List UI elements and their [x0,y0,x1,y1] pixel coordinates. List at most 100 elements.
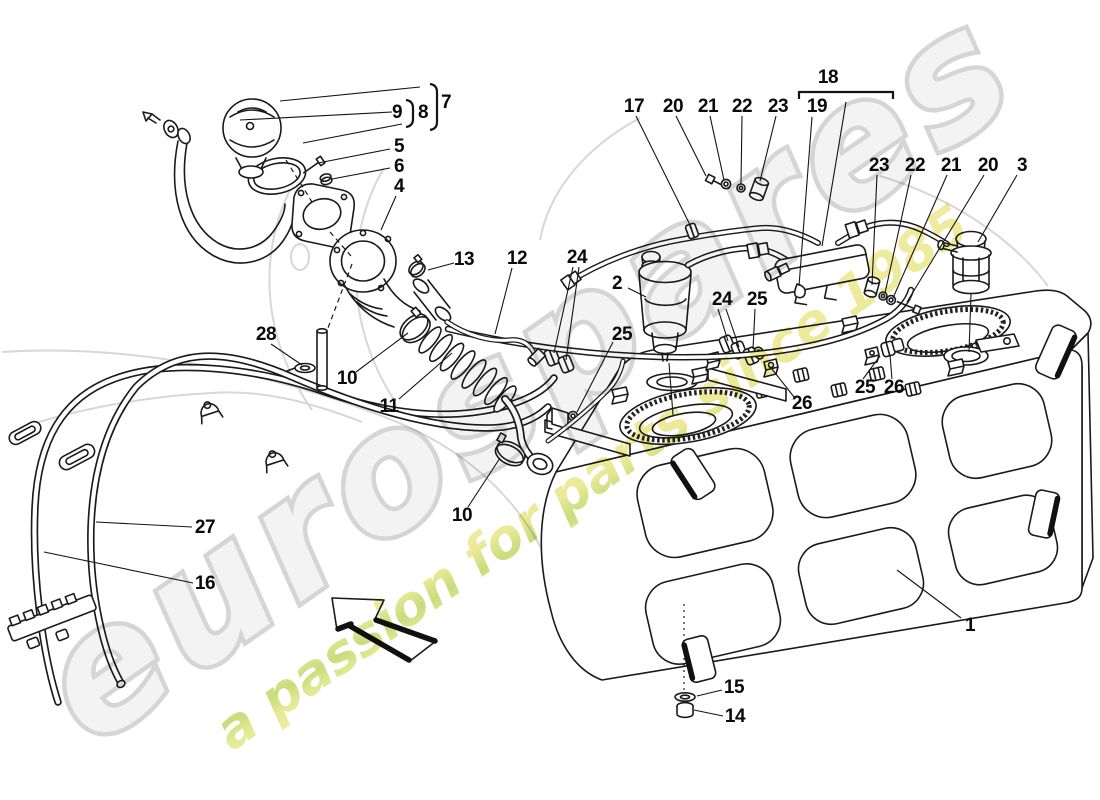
leader-line-4 [380,195,397,231]
leader-line-15 [696,689,723,697]
vent-pipe-12-part [412,278,547,367]
callout-14: 14 [724,706,746,727]
callout-10b: 10 [451,505,473,526]
tank-opening-right [885,305,1020,366]
leader-line-19 [798,116,813,287]
callout-6: 6 [393,156,405,177]
callout-22: 22 [731,96,753,117]
callout-9: 9 [391,102,403,123]
direction-arrow [331,597,438,663]
leader-line-9 [279,86,421,102]
callout-24b: 24 [711,289,733,310]
callout-20b: 20 [977,155,999,176]
callout-25b: 25 [746,289,768,310]
callout-5: 5 [393,136,405,157]
pump-module-2 [638,250,692,416]
callout-16: 16 [194,573,216,594]
fastener-group-left [704,173,770,202]
leader-line-25a [576,341,614,413]
leader-line-3 [977,174,1018,243]
callout-1: 1 [964,615,976,636]
tank-inlet-stub [526,452,554,476]
leader-line-10a [355,332,409,373]
callout-22b: 22 [904,155,926,176]
leader-line-9 [239,111,393,121]
callout-4: 4 [393,176,405,197]
leader-line-26c [889,354,893,380]
fuel-line-across-tank [444,286,915,361]
vent-valve-13-part [408,253,426,278]
grommet-23-part [748,176,770,202]
callout-20: 20 [662,96,684,117]
clip-rail-right [707,367,787,402]
tether-strap [173,140,295,264]
hose-clamp-10-lower [494,432,526,467]
pump-outlet-hose [684,241,790,269]
callout-18: 18 [817,67,839,88]
filler-cap-assembly [142,98,554,476]
leader-line-24a [565,266,580,361]
callout-25c: 25 [854,377,876,398]
filler-cap [222,98,282,179]
vent-hose-27 [87,352,552,689]
nut-6-part [319,173,333,186]
leader-line-13 [427,262,455,271]
leader-line-25c [862,355,881,380]
callout-27: 27 [194,517,216,538]
multi-clip-rail [7,592,97,650]
canister-19-part [764,244,870,306]
callout-11: 11 [379,396,399,417]
clip-cluster-ring2 [864,337,905,366]
filler-neck-flange [329,229,397,293]
callout-17: 17 [623,96,645,117]
tank-straps [670,324,1078,684]
filler-neck-body [344,278,421,328]
leader-line-11 [398,352,453,400]
hose-coupling [844,219,869,239]
callout-19: 19 [806,96,828,117]
leader-line-24b [725,308,740,348]
inlet-vent-pipe [545,358,626,444]
callout-bracket-18 [797,90,895,99]
clipped-hose-17-run [560,222,821,291]
leader-line-22b [884,174,912,294]
pin-and-washer-28 [286,327,328,391]
callout-21: 21 [697,96,719,117]
callout-bracket-7 [429,82,439,132]
leader-line-2 [627,287,647,298]
leader-line-23b [871,174,878,286]
leader-line-1 [896,569,962,619]
washer-21-part [720,178,732,190]
callout-13: 13 [453,249,475,270]
callout-7: 7 [440,92,452,113]
washer-15-part [674,691,696,702]
leader-line-5 [317,148,391,164]
washer-22-part [878,291,888,301]
tank-panel-recesses [636,382,1059,665]
callout-2: 2 [611,273,623,294]
assembly-axis-3 [327,263,353,329]
callout-10a: 10 [336,368,358,389]
callout-12: 12 [506,248,528,269]
callout-23: 23 [767,96,789,117]
leader-line-6 [331,167,391,180]
leader-line-23 [759,115,777,182]
leader-line-20b [906,174,985,303]
callout-15: 15 [723,677,745,698]
tether-fitting [142,111,191,145]
callout-21b: 21 [940,155,962,176]
leader-line-10b [467,457,501,508]
leader-line-27 [95,521,193,528]
leader-line-26b [771,368,795,398]
tank-top-clips [611,315,965,405]
callout-28: 28 [255,324,277,345]
callout-23b: 23 [868,155,890,176]
callout-26b: 26 [791,393,813,414]
leader-line-16 [43,551,194,584]
leader-line-22 [740,115,743,185]
